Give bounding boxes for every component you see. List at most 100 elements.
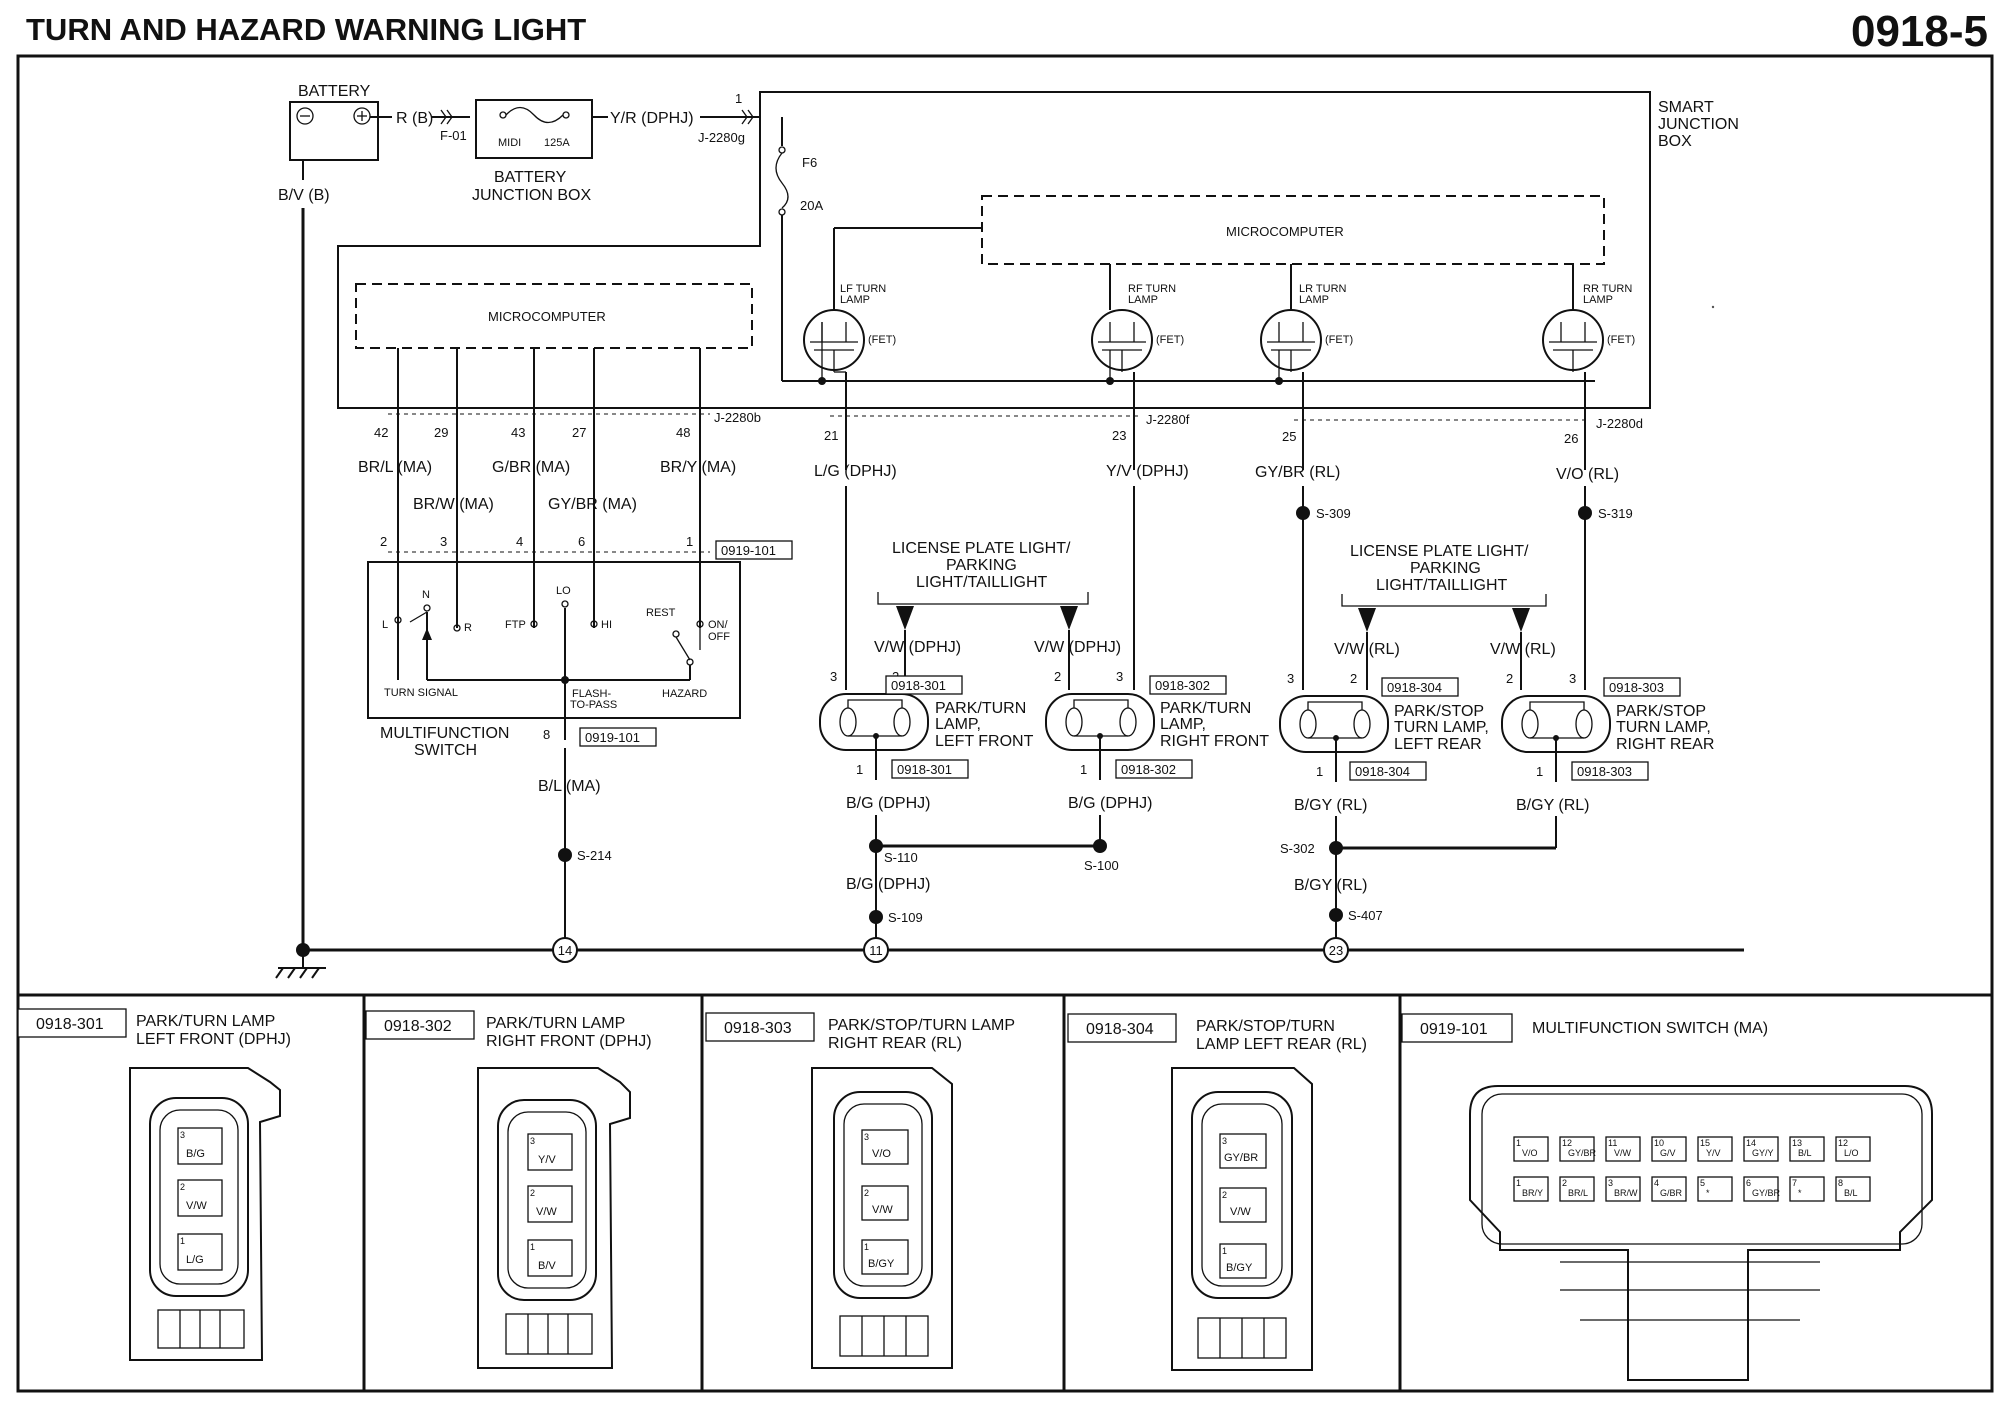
c303-pin1-wire: B/GY [868, 1258, 895, 1270]
pos-n: N [422, 589, 430, 601]
c301-pin2-num: 2 [180, 1182, 185, 1192]
rf-fet-label: (FET) [1156, 334, 1184, 346]
connector-f01-symbol [440, 109, 453, 125]
mfs-pin-cavity [1697, 1176, 1733, 1202]
c301-pin1-wire: L/G [186, 1254, 204, 1266]
rr-lamp-name-1: PARK/STOP [1616, 703, 1706, 720]
splice-s110-label: S-110 [884, 850, 918, 865]
mfs-pin-number: 7 [1792, 1178, 1797, 1188]
mfs-pin-number: 1 [1516, 1138, 1521, 1148]
splice-s309-label: S-309 [1316, 506, 1351, 521]
ground-point-14 [552, 937, 578, 963]
rf-park-wire: V/W (DPHJ) [1034, 639, 1121, 656]
lr-ground-wire: B/GY (RL) [1294, 797, 1368, 814]
c303-pin3-num: 3 [864, 1132, 869, 1142]
c303-pin1-num: 1 [864, 1242, 869, 1252]
rr-lamp-name-3: RIGHT REAR [1616, 736, 1714, 753]
lf-turn-lamp-label-2: LAMP [840, 294, 870, 306]
mfs-out-pin: 8 [543, 727, 550, 742]
rf-lamp-name-2: LAMP, [1160, 716, 1206, 733]
connector-j2280b-label: J-2280b [714, 410, 761, 425]
splice-s109-label: S-109 [888, 910, 923, 925]
c304-pin1-num: 1 [1222, 1246, 1227, 1256]
chassis-ground-symbol [275, 950, 326, 979]
switch-wire-4-label: GY/BR (MA) [548, 496, 637, 513]
rf-lamp-ref-bottom: 0918-302 [1121, 762, 1176, 777]
mfs-pin-cavity [1651, 1136, 1687, 1162]
mfs-pin-number: 8 [1838, 1178, 1843, 1188]
scan-dot [1711, 305, 1715, 309]
connector-j2280d-label: J-2280d [1596, 416, 1643, 431]
battery-label: BATTERY [298, 83, 371, 100]
bjb-label-1: BATTERY [494, 169, 567, 186]
splice-s319 [1578, 506, 1592, 520]
mfs-pin-wire: L/O [1844, 1148, 1859, 1158]
mfs-ref-bottom-box [579, 727, 657, 747]
rr-lamp-name-2: TURN LAMP, [1616, 719, 1711, 736]
mfs-pin-wire: * [1706, 1188, 1710, 1198]
rr-park-feed-arrow [1512, 608, 1530, 632]
rear-tail-label-2: PARKING [1410, 560, 1481, 577]
rr-turn-lamp-label-2: LAMP [1583, 294, 1613, 306]
mfs-pin-cavity [1651, 1176, 1687, 1202]
diagram-frame [16, 54, 1994, 1393]
rf-lamp-pin1: 1 [1080, 762, 1087, 777]
mfs-pin-number: 11 [1608, 1138, 1617, 1148]
mfs-ref-bottom: 0919-101 [585, 730, 640, 745]
c302-pin3-num: 3 [530, 1136, 535, 1146]
mfs-pin-wire: V/O [1522, 1148, 1538, 1158]
mfs-pin-number: 10 [1654, 1138, 1664, 1148]
connector-0918-302-id: 0918-302 [384, 1018, 452, 1035]
rf-lamp-ref-box [1149, 675, 1227, 695]
mfs-pin-number: 2 [1562, 1178, 1567, 1188]
pos-rest: REST [646, 607, 676, 619]
lf-pin: 21 [824, 428, 838, 443]
mfs-pin-number: 4 [1654, 1178, 1659, 1188]
rf-turn-lamp-label-2: LAMP [1128, 294, 1158, 306]
c302-pin1-num: 1 [530, 1242, 535, 1252]
c303-pin3-wire: V/O [872, 1148, 891, 1160]
c301-pin3-num: 3 [180, 1130, 185, 1140]
mfs-pin-cavity [1559, 1176, 1595, 1202]
mfs-out-wire: B/L (MA) [538, 778, 601, 795]
mfs-pin-wire: B/L [1798, 1148, 1812, 1158]
lr-lamp-ref-box [1381, 677, 1459, 697]
c304-pin2-wire: V/W [1230, 1206, 1251, 1218]
c301-pin1-num: 1 [180, 1236, 185, 1246]
mfs-pin-wire: GY/BR [1568, 1148, 1597, 1158]
lr-lamp-ref-bottom: 0918-304 [1355, 764, 1410, 779]
hazard-label: HAZARD [662, 688, 707, 700]
switch-wire-3-pin-bottom: 4 [516, 534, 523, 549]
lr-turn-fet: (FET) LR TURN LAMP [1260, 264, 1353, 470]
mfs-pin-wire: B/L [1844, 1188, 1858, 1198]
battery-ground-wire: B/V (B) [278, 187, 330, 204]
lf-turn-lamp-label-1: LF TURN [840, 283, 886, 295]
c302-pin1-wire: B/V [538, 1260, 556, 1272]
connector-0918-304-line2: LAMP LEFT REAR (RL) [1196, 1036, 1367, 1053]
mfs-title-2: SWITCH [414, 742, 477, 759]
lr-lamp-pin1: 1 [1316, 764, 1323, 779]
rr-lamp-ref-bottom-box [1571, 761, 1649, 781]
switch-wire-3-label: G/BR (MA) [492, 459, 570, 476]
mfs-ref: 0919-101 [721, 543, 776, 558]
rr-fet-label: (FET) [1607, 334, 1635, 346]
flash-label-1: FLASH- [572, 688, 611, 700]
sjb-feed-wire: Y/R (DPHJ) [610, 110, 694, 127]
midi-fuse-symbol [505, 106, 564, 124]
c302-pin2-num: 2 [530, 1188, 535, 1198]
pos-ftp: FTP [505, 619, 526, 631]
rr-turn-fet: (FET) RR TURN LAMP [1542, 264, 1635, 470]
lr-lamp-name-1: PARK/STOP [1394, 703, 1484, 720]
switch-wire-5-label: BR/Y (MA) [660, 459, 736, 476]
lr-lamp-name-2: TURN LAMP, [1394, 719, 1489, 736]
mfs-title-1: MULTIFUNCTION [380, 725, 509, 742]
splice-s407-label: S-407 [1348, 908, 1383, 923]
splice-s302-label: S-302 [1280, 841, 1315, 856]
sjb-feed-pin: 1 [735, 91, 742, 106]
midi-fuse-rating: 125A [544, 137, 570, 149]
switch-wire-1: 42 BR/L (MA) 2 [358, 348, 432, 680]
front-ground-wire: B/G (DPHJ) [846, 876, 930, 893]
rr-turn-lamp-label-1: RR TURN [1583, 283, 1632, 295]
splice-s100 [1093, 839, 1107, 853]
